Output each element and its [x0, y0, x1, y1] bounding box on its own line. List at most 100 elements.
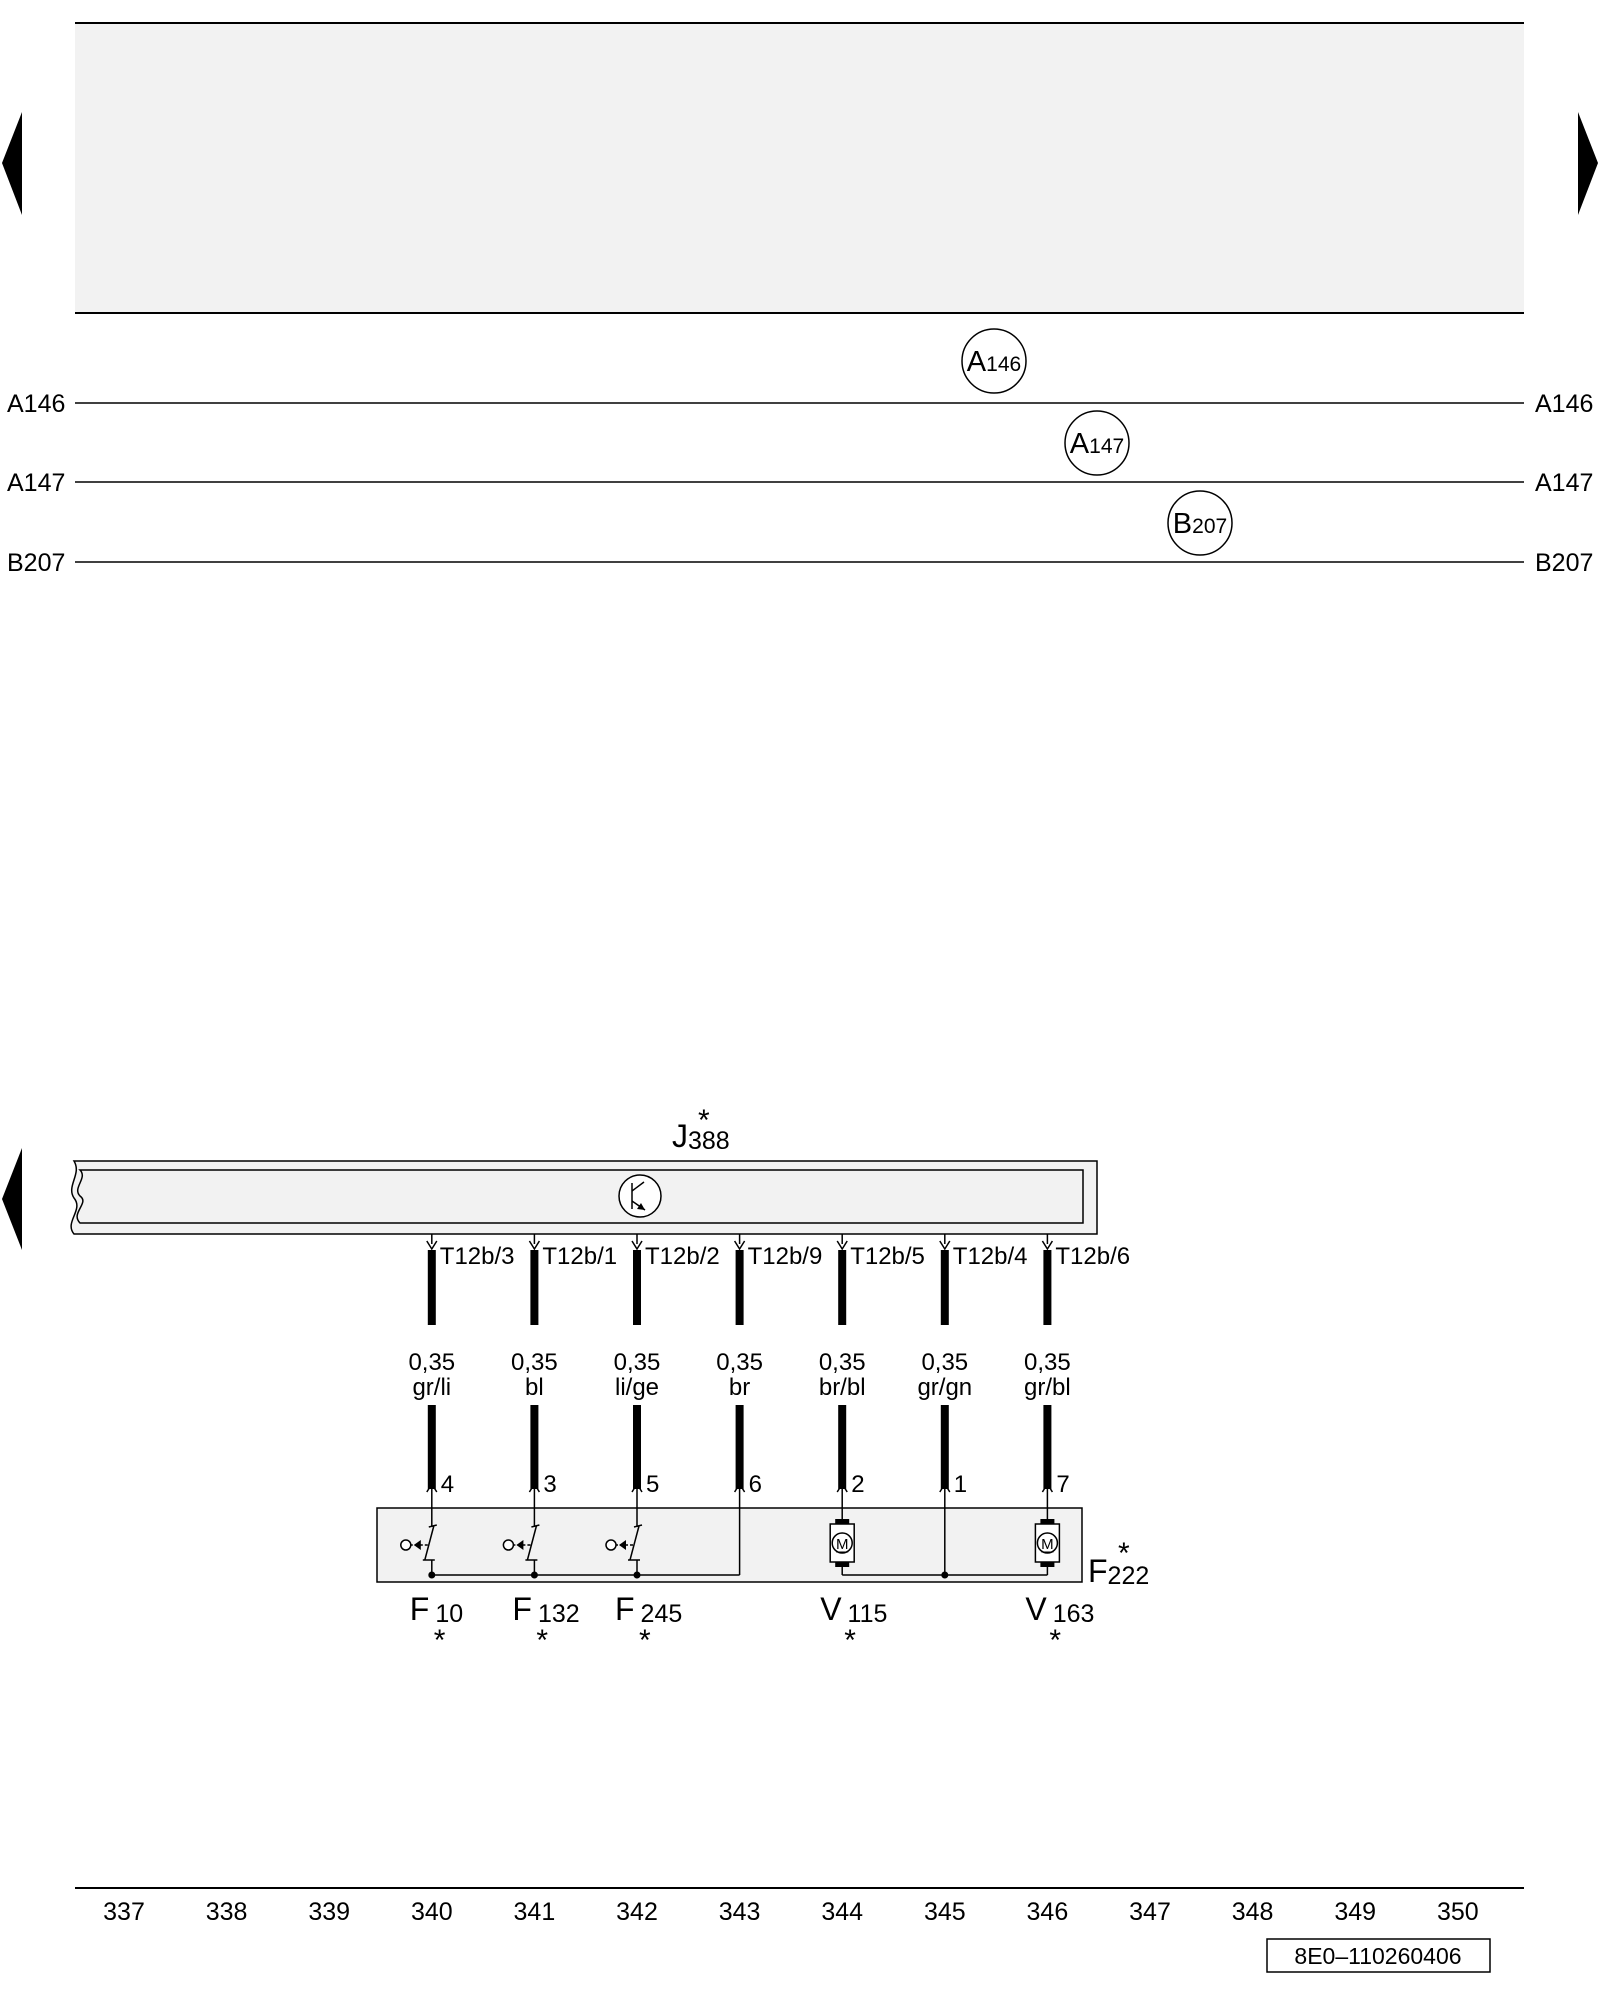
module-pin-number: 5: [646, 1471, 659, 1498]
connector-arrow-top: [836, 1240, 848, 1251]
connector-arrow-bottom: [836, 1482, 848, 1493]
column-number: 346: [1027, 1898, 1069, 1926]
connector-pin-label: T12b/2: [645, 1243, 720, 1270]
connector-arrow-top: [426, 1240, 438, 1251]
component-star: *: [844, 1624, 856, 1657]
wire-size-label: 0,35: [921, 1349, 968, 1376]
module-pin-number: 2: [851, 1471, 864, 1498]
bus-label-left: B207: [7, 549, 65, 577]
column-number: 344: [821, 1898, 863, 1926]
wire-segment-bottom: [530, 1405, 539, 1489]
bus-a146: A146 A146 A146: [7, 328, 1593, 418]
column-number: 347: [1129, 1898, 1171, 1926]
bus-label-left: A147: [7, 469, 65, 497]
wire-segment-bottom: [633, 1405, 641, 1489]
module-f222: F222 *: [376, 1507, 1149, 1590]
module-pin-number: 4: [441, 1471, 454, 1498]
wire-segment-top: [633, 1250, 641, 1325]
wire-segment-bottom: [838, 1405, 847, 1489]
motor-1: M: [829, 1508, 855, 1575]
connector-arrow-bottom: [426, 1482, 438, 1493]
bus-ref-circle: [1064, 410, 1130, 476]
module-label: F222: [1088, 1553, 1149, 1590]
wire-segment-bottom: [735, 1405, 744, 1489]
motor-symbol-label: M: [1041, 1536, 1054, 1553]
connector-arrow-bottom: [1041, 1482, 1054, 1493]
component-star: *: [536, 1624, 548, 1657]
bus-a147: A147 A147 A147: [7, 410, 1593, 497]
connector-pin-label: T12b/4: [953, 1243, 1028, 1270]
wire-segment-top: [940, 1250, 949, 1325]
column-number: 350: [1437, 1898, 1479, 1926]
transistor-icon: [618, 1174, 662, 1218]
motor-icon: [1036, 1532, 1059, 1554]
wire-size-label: 0,35: [511, 1349, 558, 1376]
wire-color-label: br: [729, 1374, 750, 1401]
switch-symbol: [400, 1508, 437, 1575]
connector-arrow-bottom: [939, 1482, 951, 1493]
triangle-right-icon[interactable]: [1578, 112, 1598, 215]
wire-size-label: 0,35: [716, 1349, 763, 1376]
bus-ref-circle: [961, 328, 1027, 394]
wire-size-label: 0,35: [614, 1349, 661, 1376]
triangle-left-icon[interactable]: [2, 1148, 22, 1250]
column-number: 340: [411, 1898, 453, 1926]
bus-label-left: A146: [7, 390, 65, 418]
wire-group: T12b/30,35gr/li4T12b/10,35bl3T12b/20,35l…: [408, 1234, 1130, 1508]
wire-color-label: br/bl: [819, 1374, 866, 1401]
wire-segment-bottom: [1043, 1405, 1052, 1489]
column-number: 349: [1334, 1898, 1376, 1926]
column-number: 348: [1232, 1898, 1274, 1926]
bus-ref-text: A146: [967, 346, 1021, 378]
wire-color-label: gr/gn: [917, 1374, 972, 1401]
connector-arrow-top: [733, 1240, 746, 1251]
column-number: 338: [206, 1898, 248, 1926]
wire-segment-top: [1043, 1250, 1052, 1325]
connector-pin-label: T12b/3: [440, 1243, 515, 1270]
doc-ref-box: [1266, 1938, 1491, 1973]
connector-pin-label: T12b/9: [748, 1243, 823, 1270]
doc-ref-text: 8E0–110260406: [1294, 1943, 1461, 1969]
connector-pin-label: T12b/5: [850, 1243, 925, 1270]
motor-2: M: [1034, 1508, 1061, 1575]
module-pin-number: 7: [1056, 1471, 1069, 1498]
control-unit-label: J388: [672, 1118, 730, 1155]
wire-segment-bottom: [940, 1405, 949, 1489]
wire-segment-top: [427, 1250, 436, 1325]
bus-label-right: B207: [1535, 549, 1593, 577]
column-number: 339: [308, 1898, 350, 1926]
wire-segment-top: [530, 1250, 539, 1325]
connector-arrow-top: [631, 1240, 643, 1251]
component-star: *: [1049, 1624, 1061, 1657]
wire-color-label: bl: [525, 1374, 544, 1401]
column-number: 342: [616, 1898, 658, 1926]
column-number: 345: [924, 1898, 966, 1926]
module-box: [376, 1507, 1083, 1583]
module-star: *: [1118, 1537, 1130, 1570]
triangle-left-icon[interactable]: [2, 112, 22, 215]
wire-segment-top: [735, 1250, 744, 1325]
top-panel: [75, 23, 1524, 313]
column-number: 343: [719, 1898, 761, 1926]
connector-arrow-top: [528, 1240, 541, 1251]
column-number: 341: [514, 1898, 556, 1926]
bus-ref-text: B207: [1173, 508, 1227, 540]
wire-segment-bottom: [427, 1405, 436, 1489]
control-unit-inner: [76, 1169, 1084, 1224]
module-pin-number: 1: [954, 1471, 967, 1498]
bus-label-right: A146: [1535, 390, 1593, 418]
